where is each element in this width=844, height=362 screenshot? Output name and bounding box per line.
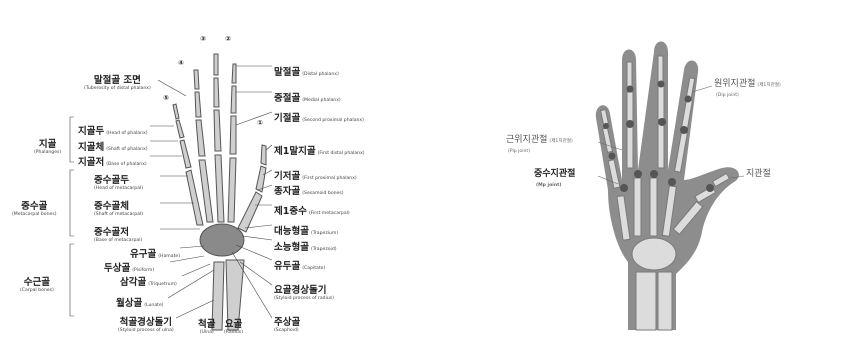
label-sesamoid-bones: 종자골(Sesamoid bones) xyxy=(274,186,344,197)
finger-number-5: ⑤ xyxy=(163,94,169,102)
group-phalanges: 지골(Phalanges) xyxy=(34,139,62,155)
finger-number-2: ② xyxy=(225,35,231,43)
label-first-proximal-phalanx: 기저골(First proximal phalanx) xyxy=(274,171,357,182)
label-radius: 요골(Radius) xyxy=(224,319,243,335)
label-shaft-metacarpal: 중수골체(Shaft of metacarpal) xyxy=(94,201,144,217)
label-styloid-ulna: 척골경상돌기(Styloid process of ulna) xyxy=(118,317,174,333)
carpal-shape xyxy=(631,237,677,271)
label-base-phalanx: 지골저(Base of phalanx) xyxy=(78,157,147,168)
hand-silhouette-illustration xyxy=(595,41,745,331)
label-capitate: 유두골(Capitate) xyxy=(274,261,326,272)
hand-joints-panel: 원위지관절(제1지관절)(Dip joint) 근위지관절(제1지관절)(Pip… xyxy=(422,0,844,362)
radius-shape xyxy=(657,271,673,331)
label-lunate: 월상골(Lunate) xyxy=(116,298,164,309)
label-trapezoid: 소능형골(Trapezoid) xyxy=(274,242,337,253)
ulna-shape xyxy=(635,271,657,331)
label-base-metacarpal: 중수골저(Base of metacarpal) xyxy=(94,227,143,243)
label-tuberosity-distal-phalanx: 말절골 조면(Tuberosity of distal phalanx) xyxy=(84,75,151,91)
group-metacarpal: 중수골(Metacarpal bones) xyxy=(12,201,57,217)
leader-lines xyxy=(69,65,273,319)
label-scaphoid: 주상골(Scaphoid) xyxy=(274,317,301,333)
radius-bone xyxy=(225,259,245,331)
label-first-distal-phalanx: 제1말지골(First distal phalanx) xyxy=(274,146,365,157)
label-medial-phalanx: 중절골(Medial phalanx) xyxy=(274,93,341,104)
finger-5-metacarpal xyxy=(185,169,204,226)
label-trapezium: 대능형골(Trapezium) xyxy=(274,226,339,237)
label-mp-joint: 중수지관절(Mp joint) xyxy=(534,169,576,188)
hand-bones-illustration xyxy=(69,53,273,331)
thumb-metacarpal xyxy=(237,191,263,233)
label-dip-joint: 원위지관절(제1지관절)(Dip joint) xyxy=(714,79,781,98)
finger-4-metacarpal xyxy=(198,159,214,223)
label-triquetrum: 삼각골(Triquetrum) xyxy=(120,277,177,288)
label-first-metacarpal: 제1중수(First metacarpal) xyxy=(274,206,350,217)
label-ulna: 척골(Ulna) xyxy=(198,319,216,335)
label-shaft-phalanx: 지골체(Shaft of phalanx) xyxy=(78,142,148,153)
finger-number-1: ① xyxy=(257,119,263,127)
skeletal-hand-panel: ③ ② ④ ⑤ ① 말절골(Distal phalanx) 중절골(Medial… xyxy=(12,35,365,335)
label-hamate: 유구골(Hamate) xyxy=(130,249,181,260)
group-carpal: 수근골(Carpal bones) xyxy=(20,277,54,293)
label-second-proximal-phalanx: 기절골(Second proximal phalanx) xyxy=(274,113,364,124)
label-head-phalanx: 지골두(Head of phalanx) xyxy=(78,126,148,137)
label-styloid-radius: 요골경상돌기(Styloid process of radius) xyxy=(274,285,334,301)
finger-2-metacarpal xyxy=(227,157,237,223)
label-head-metacarpal: 중수골두(Head of metacarpal) xyxy=(94,175,144,191)
label-pip-joint: 근위지관절(제1지관절)(Pip joint) xyxy=(506,135,573,154)
label-thumb-joint: 지관절 xyxy=(746,169,771,179)
ulna-bone xyxy=(211,261,225,331)
finger-3-metacarpal xyxy=(214,154,225,223)
carpal-cluster xyxy=(199,223,245,257)
joint-markers xyxy=(603,80,714,192)
label-distal-phalanx: 말절골(Distal phalanx) xyxy=(274,67,339,78)
label-pisiform: 두상골(Pisiform) xyxy=(104,263,155,274)
finger-number-3: ③ xyxy=(200,35,206,43)
right-leader-lines xyxy=(597,85,745,185)
finger-number-4: ④ xyxy=(178,59,184,67)
